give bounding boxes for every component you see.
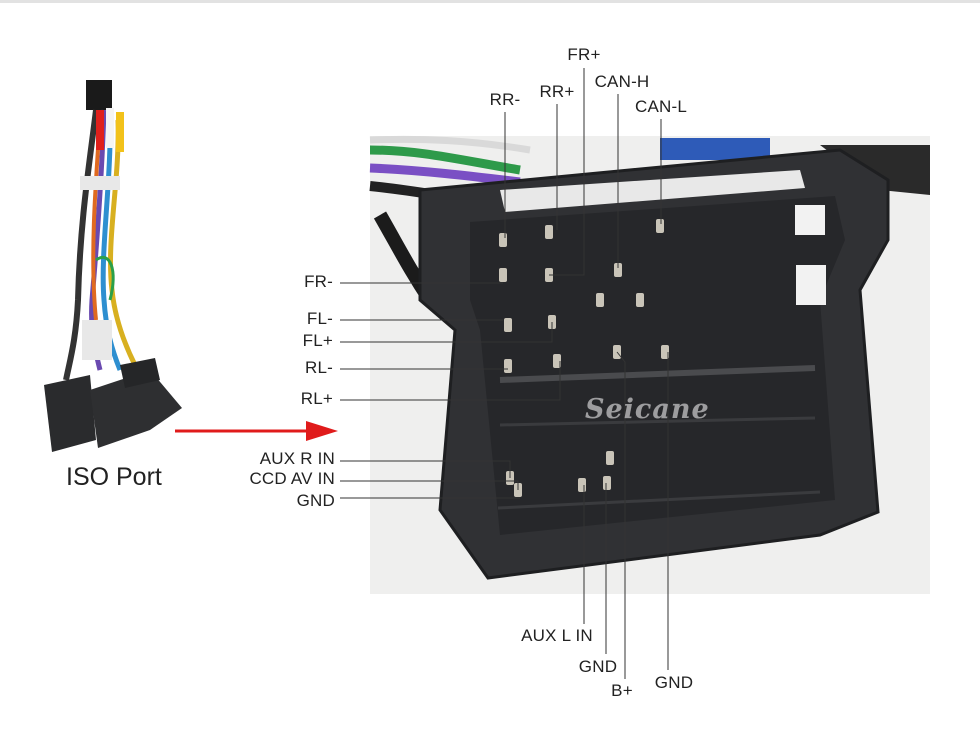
- pin-terminal: [603, 476, 611, 490]
- iso-port-label: ISO Port: [66, 463, 162, 491]
- pin-terminal: [504, 359, 512, 373]
- leader-line: [340, 460, 511, 478]
- label-aux-l-in: AUX L IN: [521, 626, 593, 645]
- label-b-plus: B+: [611, 681, 633, 700]
- pin-terminal: [545, 225, 553, 239]
- label-can-h: CAN-H: [594, 72, 650, 91]
- pin-terminal: [606, 451, 614, 465]
- leader-line: [340, 361, 561, 401]
- label-rl-plus: RL+: [300, 389, 333, 408]
- leader-line: [340, 480, 519, 490]
- pin-terminal: [499, 268, 507, 282]
- label-ccd-av-in: CCD AV IN: [249, 469, 335, 488]
- pin-terminal: [596, 293, 604, 307]
- leader-line: [340, 322, 553, 343]
- label-gnd-left: GND: [296, 491, 335, 510]
- label-fl-minus: FL-: [306, 309, 333, 328]
- pin-terminal: [636, 293, 644, 307]
- pin-terminal: [578, 478, 586, 492]
- label-aux-r-in: AUX R IN: [259, 449, 335, 468]
- direction-arrow: [175, 421, 338, 441]
- pin-terminal: [656, 219, 664, 233]
- label-rr-plus: RR+: [539, 82, 575, 101]
- connector-housing: [418, 148, 890, 580]
- connector-pins: [499, 219, 669, 497]
- label-fl-plus: FL+: [302, 331, 333, 350]
- leader-line: [616, 351, 626, 679]
- top-divider: [0, 0, 980, 3]
- iso-harness-image: [44, 80, 182, 452]
- pin-terminal: [499, 233, 507, 247]
- leader-line: [549, 68, 585, 276]
- leader-lines: [340, 68, 669, 679]
- label-gnd-bottom-1: GND: [578, 657, 618, 676]
- pin-terminal: [504, 318, 512, 332]
- pin-terminal: [661, 345, 669, 359]
- label-fr-minus: FR-: [304, 272, 333, 291]
- watermark-text: Seicane: [585, 394, 710, 425]
- label-rl-minus: RL-: [305, 358, 333, 377]
- label-rr-minus: RR-: [489, 90, 521, 109]
- pin-terminal: [614, 263, 622, 277]
- label-fr-plus: FR+: [567, 45, 601, 64]
- label-can-l: CAN-L: [634, 97, 688, 116]
- label-gnd-bottom-2: GND: [654, 673, 694, 692]
- pin-terminal: [553, 354, 561, 368]
